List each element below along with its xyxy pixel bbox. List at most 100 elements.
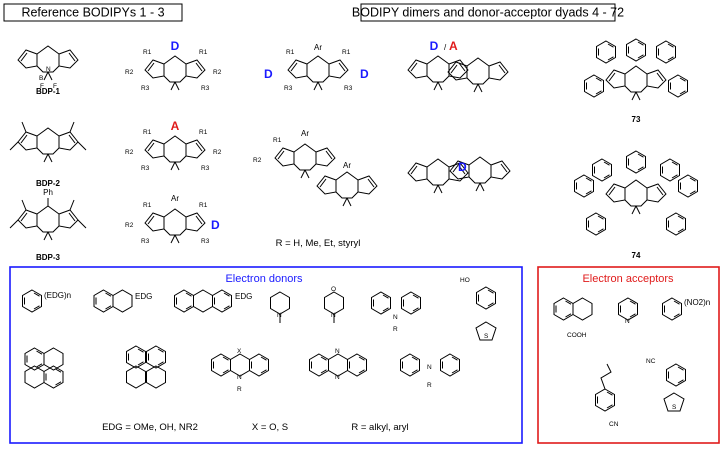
svg-text:O: O <box>331 286 336 293</box>
svg-text:N: N <box>335 374 340 381</box>
svg-text:R3: R3 <box>201 85 210 92</box>
anthracene-edg: EDG <box>174 289 252 313</box>
svg-text:(NO2)n: (NO2)n <box>684 298 710 307</box>
compound-73-structure: 73 <box>584 38 688 124</box>
svg-text:R3: R3 <box>284 85 293 92</box>
a-label: A <box>171 119 180 133</box>
svg-text:X: X <box>237 348 242 355</box>
svg-text:R2: R2 <box>125 222 134 229</box>
reference-header-text: Reference BODIPYs 1 - 3 <box>21 6 164 20</box>
acceptors-panel: Electron acceptors COOH N (NO2)n CN NC S <box>537 266 720 444</box>
d-bridged-dimer-structure: D <box>407 156 511 194</box>
svg-text:Ar: Ar <box>301 129 309 138</box>
svg-text:N: N <box>46 66 51 73</box>
bis-bodipy-structure: Ar Ar R2 R1 <box>253 129 378 207</box>
donors-title: Electron donors <box>225 273 303 285</box>
donors-panel: Electron donors (EDG)n EDG EDG N ON NR H… <box>9 266 523 444</box>
da-dimer-structure: D / A <box>407 39 509 93</box>
svg-text:/: / <box>444 43 447 52</box>
cyanophenyl-thiophene: NC S <box>646 358 686 412</box>
compound-74-structure: 74 <box>574 150 698 260</box>
svg-text:R3: R3 <box>141 165 150 172</box>
carbazole: NR <box>371 291 421 333</box>
piperidine: N <box>270 291 290 323</box>
da-a-label: A <box>449 39 458 53</box>
bdp2-label: BDP-2 <box>36 179 61 188</box>
svg-text:F: F <box>40 83 44 90</box>
label-74: 74 <box>632 251 641 260</box>
perylene <box>126 345 166 389</box>
svg-text:N: N <box>393 314 398 321</box>
acceptors-title: Electron acceptors <box>582 273 674 285</box>
svg-text:NC: NC <box>646 358 656 365</box>
svg-text:CN: CN <box>609 421 619 428</box>
svg-text:R3: R3 <box>344 85 353 92</box>
svg-text:EDG: EDG <box>135 292 152 301</box>
svg-text:R2: R2 <box>253 157 262 164</box>
d-bridge-label: D <box>458 160 467 174</box>
benzene-edg: (EDG)n <box>22 289 71 313</box>
bdp1-label: BDP-1 <box>36 87 61 96</box>
svg-text:R1: R1 <box>143 49 152 56</box>
svg-text:R2: R2 <box>213 149 222 156</box>
r-note: R = H, Me, Et, styryl <box>276 238 361 249</box>
svg-text:R2: R2 <box>125 69 134 76</box>
hydroxyphenyl-thiophene: HO S <box>460 277 497 341</box>
svg-text:R1: R1 <box>342 49 351 56</box>
svg-text:R1: R1 <box>273 137 282 144</box>
svg-text:R1: R1 <box>143 202 152 209</box>
svg-text:R3: R3 <box>141 238 150 245</box>
cyanostyryl: CN <box>595 363 619 428</box>
svg-text:N: N <box>277 312 282 319</box>
d-meso-structure: D R1 R1 R2 R2 R3 R3 <box>125 39 222 92</box>
reference-header: Reference BODIPYs 1 - 3 <box>3 3 183 22</box>
ar-label: Ar <box>314 43 322 52</box>
svg-text:S: S <box>484 333 489 340</box>
svg-text:R1: R1 <box>199 202 208 209</box>
svg-text:Ar: Ar <box>343 161 351 170</box>
dimers-header: BODIPY dimers and donor-acceptor dyads 4… <box>352 3 624 22</box>
svg-text:COOH: COOH <box>567 332 587 339</box>
nitrobenzene: (NO2)n <box>662 297 710 321</box>
svg-text:R3: R3 <box>201 238 210 245</box>
pyrene <box>24 347 64 389</box>
svg-text:R: R <box>427 382 432 389</box>
x-note: X = O, S <box>252 422 288 433</box>
svg-text:R1: R1 <box>199 49 208 56</box>
dimers-header-text: BODIPY dimers and donor-acceptor dyads 4… <box>352 6 624 20</box>
bdp3-structure: Ph BDP-3 <box>9 188 87 262</box>
edg-note: EDG = OMe, OH, NR2 <box>102 422 198 433</box>
ph-label: Ph <box>43 188 53 197</box>
svg-text:R3: R3 <box>201 165 210 172</box>
r-alkyl-note: R = alkyl, aryl <box>351 422 408 433</box>
d-left-label: D <box>264 67 273 81</box>
svg-text:F: F <box>53 83 57 90</box>
d-right-label: D <box>360 67 369 81</box>
svg-text:R: R <box>237 386 242 393</box>
svg-text:Ar: Ar <box>171 194 179 203</box>
svg-text:R1: R1 <box>199 129 208 136</box>
svg-text:N: N <box>427 364 432 371</box>
svg-text:EDG: EDG <box>235 292 252 301</box>
svg-text:N: N <box>625 318 630 325</box>
svg-text:(EDG)n: (EDG)n <box>44 291 71 300</box>
naphthoic-acid: COOH <box>553 297 593 339</box>
svg-text:R3: R3 <box>141 85 150 92</box>
svg-text:HO: HO <box>460 277 470 284</box>
morpholine: ON <box>324 286 344 323</box>
pyridine: N <box>618 297 638 325</box>
phenoxazine: X N R <box>211 348 269 393</box>
d-label: D <box>171 39 180 53</box>
svg-text:R2: R2 <box>213 69 222 76</box>
svg-text:N: N <box>237 374 242 381</box>
svg-text:N: N <box>335 348 340 355</box>
bdp3-label: BDP-3 <box>36 253 61 262</box>
svg-text:N: N <box>331 312 336 319</box>
da-d-label: D <box>430 39 439 53</box>
svg-text:R1: R1 <box>286 49 295 56</box>
svg-text:R2: R2 <box>125 149 134 156</box>
dd-dimer-structure: Ar D D R1 R1 R3 R3 <box>264 43 369 92</box>
